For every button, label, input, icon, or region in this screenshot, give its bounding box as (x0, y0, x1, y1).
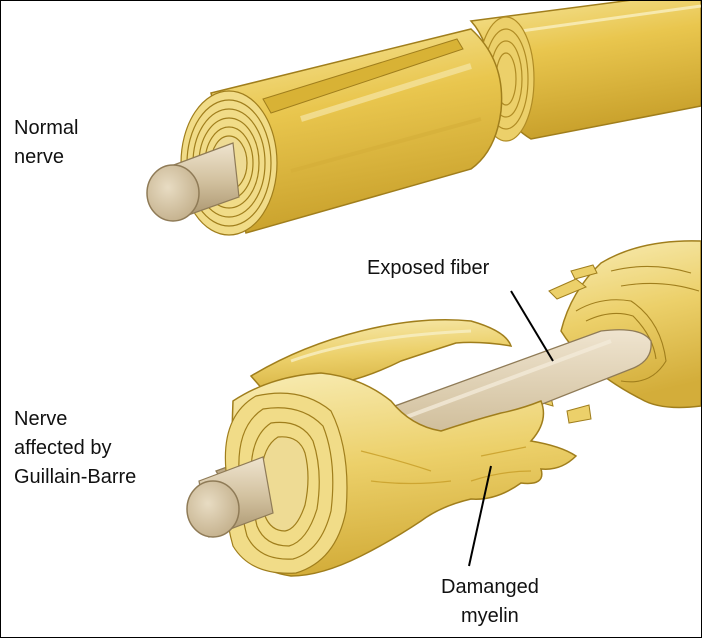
affected-nerve-label: Nerve affected by Guillain-Barre (14, 405, 136, 492)
damaged-myelin-label: Damanged myelin (441, 573, 539, 631)
label-line: Guillain-Barre (14, 466, 137, 488)
label-line: Normal (14, 117, 79, 139)
exposed-fiber-leader (510, 290, 554, 362)
label-line: Damanged (441, 576, 539, 598)
myelin-fragment (566, 404, 592, 424)
normal-nerve (146, 1, 701, 236)
damaged-myelin-rings (224, 392, 348, 574)
exposed-fiber-label: Exposed fiber (367, 254, 489, 283)
label-line: myelin (461, 605, 519, 627)
label-line: nerve (14, 146, 65, 168)
damaged-myelin-leader (468, 465, 492, 567)
label-line: affected by (14, 437, 112, 459)
normal-sheath-fold (262, 38, 464, 114)
label-line: Exposed fiber (367, 257, 490, 279)
affected-axon-end (186, 480, 240, 538)
normal-axon-end (146, 164, 200, 222)
label-line: Nerve (14, 408, 68, 430)
myelin-fragment (548, 278, 587, 300)
myelin-fragment (570, 264, 598, 280)
normal-nerve-label: Normal nerve (14, 114, 78, 172)
affected-nerve (186, 240, 701, 577)
